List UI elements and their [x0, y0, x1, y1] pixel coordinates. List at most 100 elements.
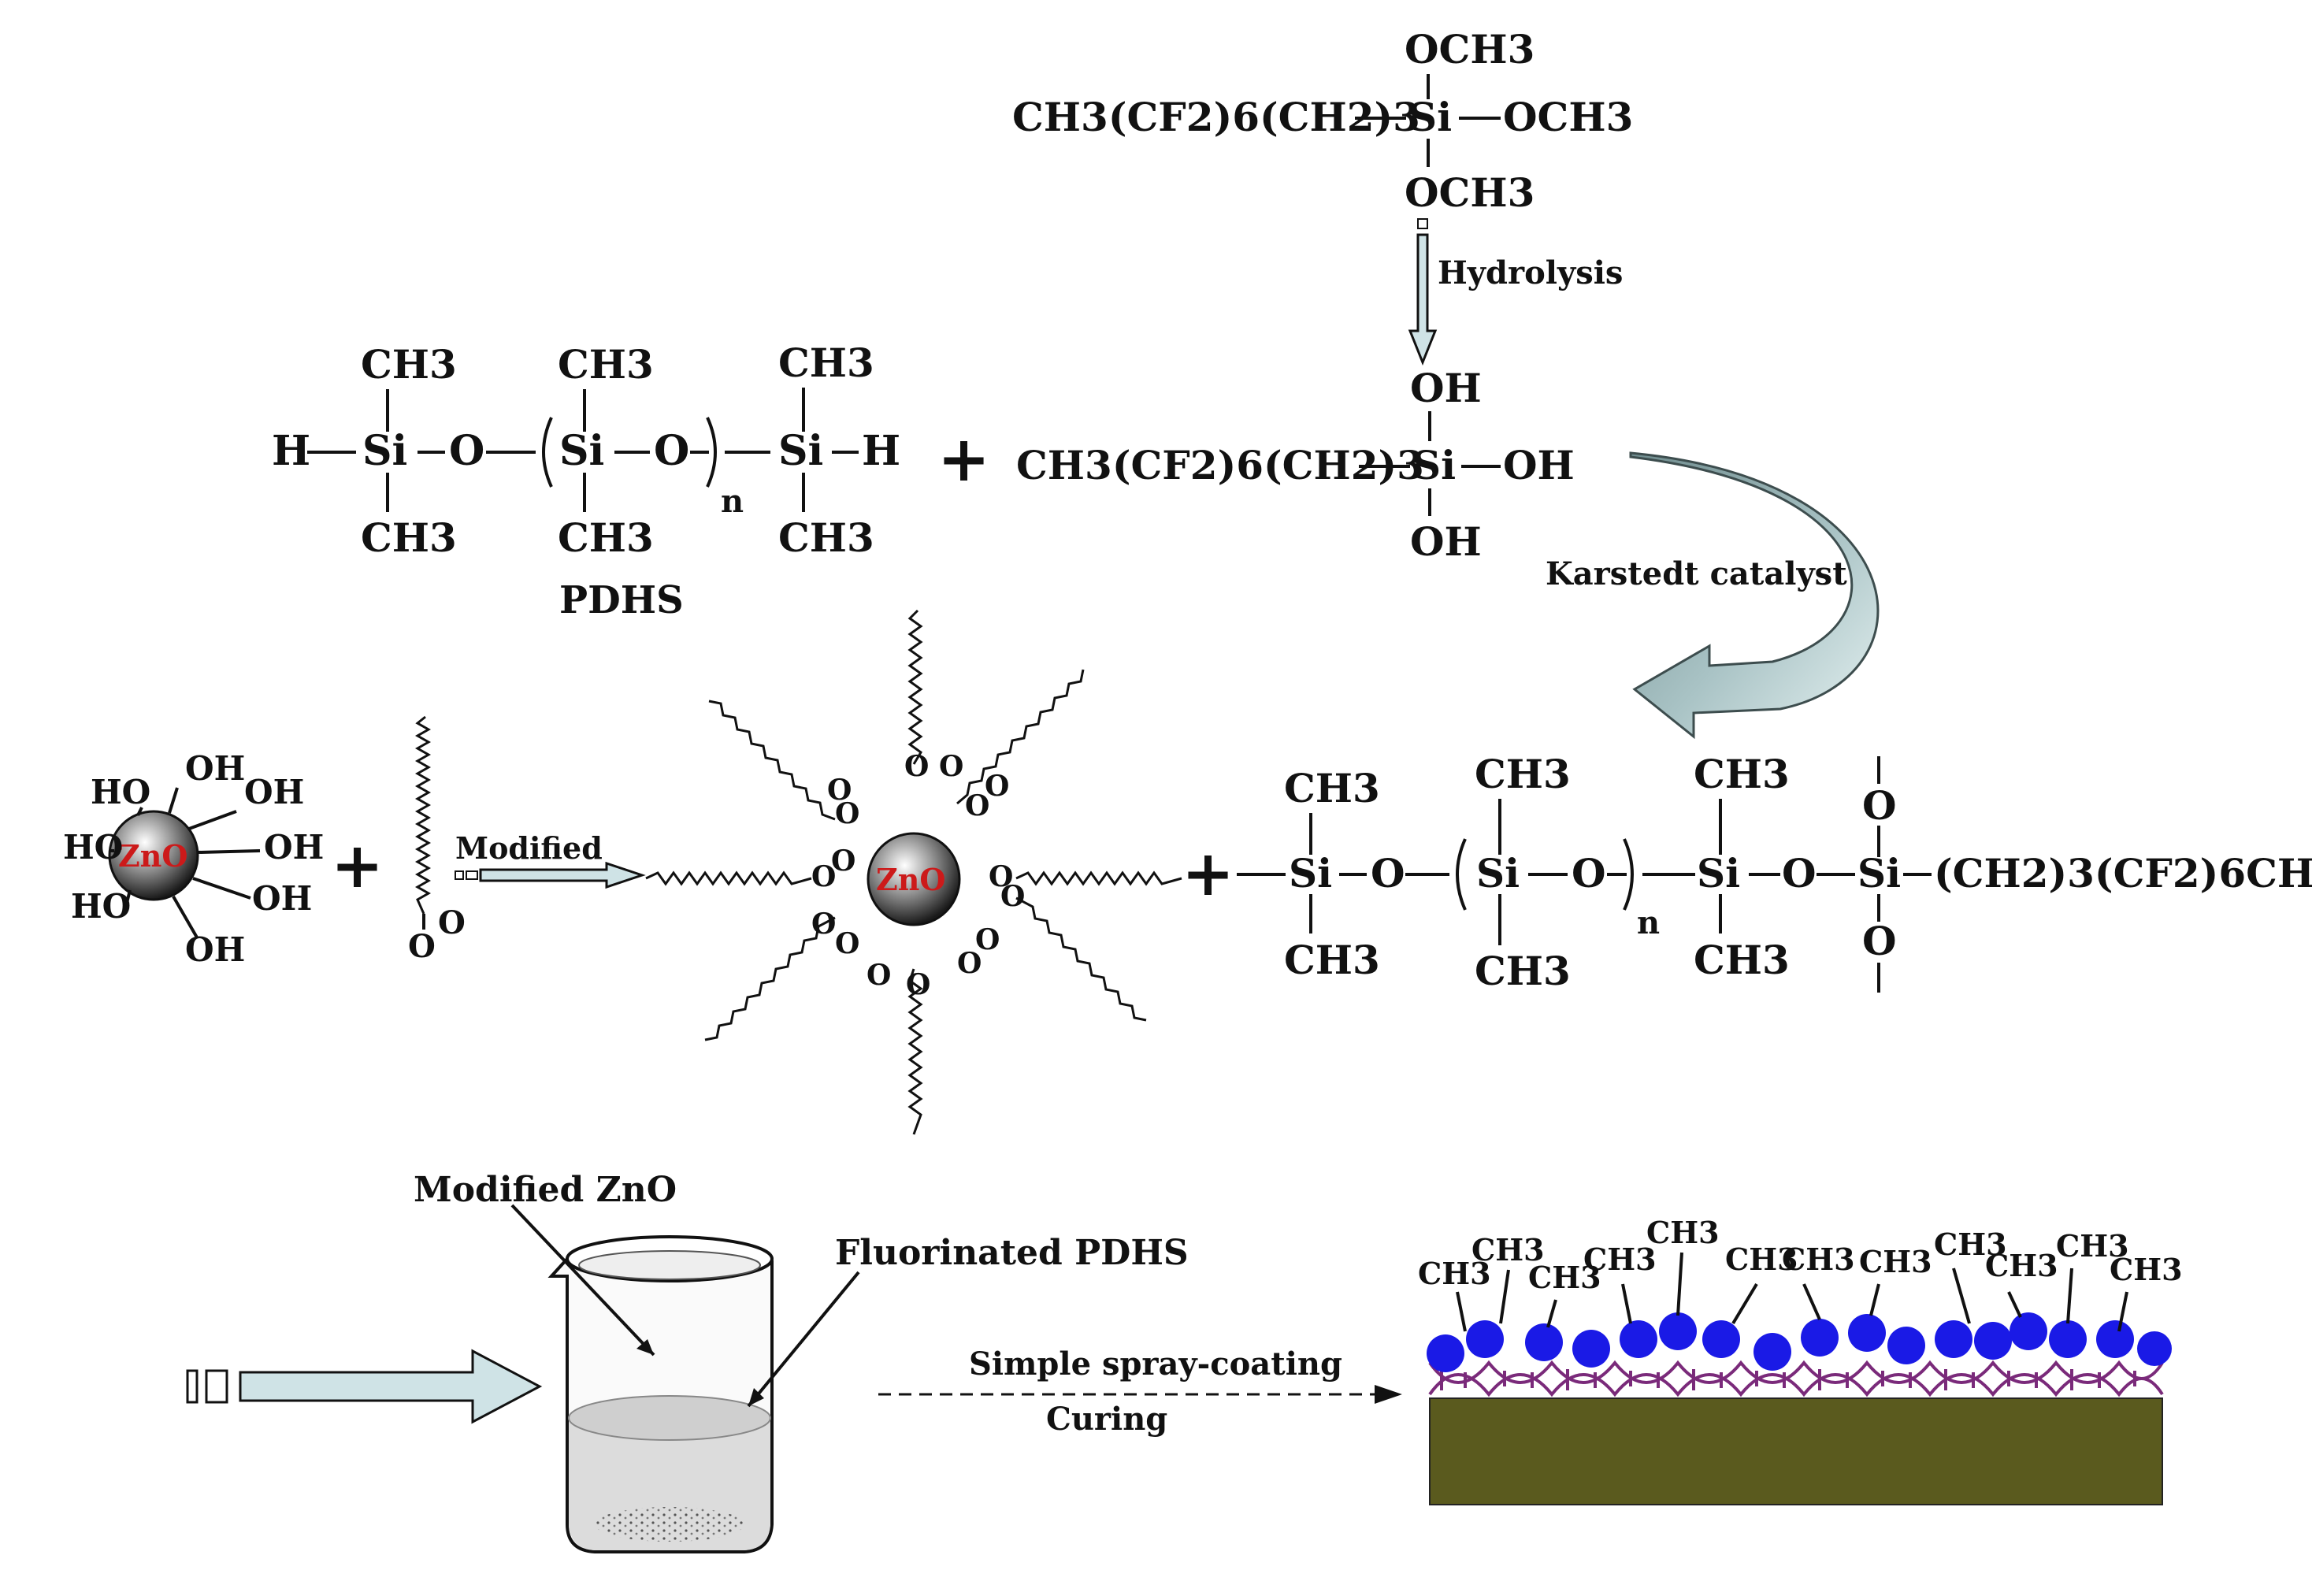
ch3: CH3 — [1583, 1242, 1657, 1277]
ho: HO — [63, 828, 123, 867]
si-atom: Si — [1697, 850, 1740, 896]
ch3: CH3 — [1418, 1256, 1491, 1291]
methoxy-top: OCH3 — [1405, 26, 1535, 72]
o-atom: O — [811, 860, 836, 893]
o-atom: O — [957, 947, 982, 980]
zno-hydroxylated: ZnO OH OH OH OH OH HO HO HO — [63, 749, 324, 969]
o-atom: O — [939, 750, 963, 783]
o-atom: O — [827, 774, 852, 807]
zno-sphere — [867, 832, 961, 926]
o-atom: O — [1862, 782, 1897, 829]
modified-arrow: Modified — [455, 830, 646, 889]
oh: OH — [185, 930, 245, 969]
ch3: CH3 — [1934, 1227, 2007, 1262]
modified-label: Modified — [455, 830, 603, 866]
oh: OH — [185, 749, 245, 788]
fatty-acid-chain: O O — [408, 715, 466, 965]
si-atom: Si — [1289, 850, 1332, 896]
ch3: CH3 — [1471, 1232, 1545, 1268]
liquid-surface — [568, 1395, 771, 1441]
o-atom: O — [811, 907, 836, 941]
fluorinated-pdhs-structure: CH3 Si O CH3 CH3 Si O n CH3 CH3 Si O CH3… — [1237, 751, 2312, 994]
oh: OH — [264, 828, 324, 867]
o-atom: O — [906, 968, 930, 1001]
h-atom: H — [272, 427, 310, 475]
fluorinated-pdhs-label: Fluorinated PDHS — [835, 1233, 1189, 1273]
ch3: CH3 — [778, 514, 874, 561]
fluoro-tail: (CH2)3(CF2)6CH3 — [1934, 850, 2312, 896]
beaker-illustration: Modified ZnO Fluorinated PDHS — [186, 1170, 1189, 1553]
carboxyl-groups: O O O O O O O O O O O O O O O O — [811, 750, 1025, 1001]
oh: OH — [244, 773, 304, 811]
plus-sign: + — [937, 421, 990, 496]
ch3: CH3 — [361, 514, 457, 561]
ho: HO — [71, 887, 131, 926]
ch3: CH3 — [558, 341, 654, 388]
plus-sign: + — [1182, 836, 1234, 910]
ch3: CH3 — [778, 340, 874, 386]
ch3: CH3 — [1725, 1242, 1798, 1277]
o-atom: O — [867, 959, 891, 992]
ch3: CH3 — [361, 341, 457, 388]
modified-zno-particle: O O O O O O O O O O O O O O O O ZnO — [645, 609, 1182, 1135]
hydrolysis-arrow: Hydrolysis — [1408, 218, 1623, 366]
ch3: CH3 — [2056, 1228, 2129, 1264]
zno-core-label: ZnO — [876, 862, 945, 897]
bracket-right — [706, 417, 717, 488]
silanol-structure: OH CH3(CF2)6(CH2)3 Si OH OH — [1016, 365, 1575, 565]
si-atom: Si — [1412, 442, 1456, 488]
spray-coating-arrow: Simple spray-coating Curing — [878, 1345, 1402, 1438]
ch3: CH3 — [558, 514, 654, 561]
oh: OH — [252, 879, 312, 918]
methyl-stems — [1456, 1252, 2128, 1332]
o-atom: O — [835, 797, 859, 830]
o-atom: O — [975, 923, 1000, 956]
si-atom: Si — [1857, 850, 1901, 896]
sediment — [595, 1507, 744, 1542]
plus-sign: + — [331, 828, 384, 902]
polymer-network — [1428, 1360, 2164, 1397]
o-atom: O — [831, 844, 855, 878]
si-atom: Si — [559, 427, 604, 475]
si-atom: Si — [1408, 94, 1452, 140]
ch3: CH3 — [1475, 751, 1571, 797]
methyl-labels: CH3 CH3 CH3 CH3 CH3 CH3 CH3 CH3 CH3 CH3 … — [1418, 1215, 2183, 1295]
o-atom: O — [1782, 850, 1817, 896]
zno-sphere — [108, 810, 199, 901]
methoxy-bottom: OCH3 — [1405, 169, 1535, 216]
o-atom: O — [1000, 880, 1025, 913]
si-atom: Si — [1476, 850, 1520, 896]
si-atom: Si — [778, 427, 823, 475]
alkyl-chains — [645, 609, 1182, 1135]
ch3: CH3 — [1859, 1244, 1932, 1279]
pointer-line — [510, 1204, 655, 1357]
catalyst-label: Karstedt catalyst — [1546, 555, 1847, 592]
ch3: CH3 — [1782, 1242, 1855, 1277]
o-atom: O — [449, 427, 484, 475]
ch3: CH3 — [1646, 1215, 1720, 1250]
o-atom: O — [835, 927, 859, 960]
o-atom: O — [654, 427, 689, 475]
hydroxyl-top: OH — [1410, 365, 1482, 411]
hydroxyl-bottom: OH — [1410, 518, 1482, 565]
methoxy-right: OCH3 — [1503, 94, 1633, 140]
silanol-chain: CH3(CF2)6(CH2)3 — [1016, 442, 1424, 488]
ch3: CH3 — [1985, 1248, 2058, 1283]
o-atom: O — [1371, 850, 1405, 896]
particle-layer — [1427, 1312, 2172, 1372]
hydroxyl-right: OH — [1503, 442, 1575, 488]
hydrolysis-label: Hydrolysis — [1438, 254, 1623, 291]
ch3: CH3 — [1694, 751, 1790, 797]
h-atom: H — [862, 427, 900, 475]
fluorosilane-structure: OCH3 CH3(CF2)6(CH2)3 Si OCH3 OCH3 — [1012, 26, 1633, 216]
spray-label: Simple spray-coating — [969, 1345, 1342, 1383]
carbonyl-o: O — [408, 928, 436, 965]
ch3: CH3 — [1284, 765, 1380, 811]
o-atom: O — [1862, 918, 1897, 964]
ch3: CH3 — [1694, 937, 1790, 983]
pdhs-label: PDHS — [559, 578, 684, 622]
zno-core-label: ZnO — [118, 838, 187, 874]
o-atom: O — [1572, 850, 1606, 896]
ch3: CH3 — [1528, 1260, 1601, 1295]
